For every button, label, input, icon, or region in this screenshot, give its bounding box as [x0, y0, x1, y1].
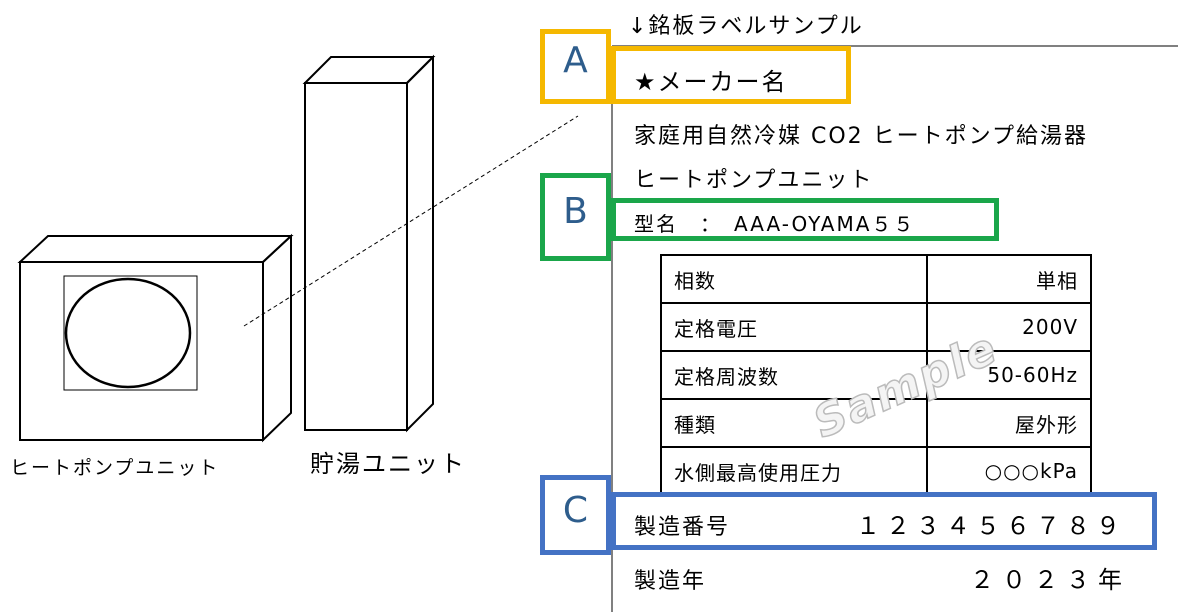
model-highlight-box [611, 198, 999, 241]
spec-value: 200V [926, 302, 1092, 352]
marker-a-letter: A [563, 40, 588, 81]
spec-label: 定格周波数 [659, 350, 929, 400]
serial-number-value: １２３４５６７８９ [856, 512, 1126, 540]
unit-name: ヒートポンプユニット [634, 168, 874, 193]
table-row: 水側最高使用圧力 ○○○kPa [659, 446, 1092, 496]
spec-label: 定格電圧 [659, 302, 929, 352]
marker-b-letter: B [563, 191, 588, 232]
serial-number-label: 製造番号 [634, 515, 731, 540]
maker-name: ★メーカー名 [634, 68, 788, 96]
table-row: 定格電圧 200V [659, 302, 1092, 352]
maker-highlight-box [611, 46, 851, 104]
heat-pump-unit-caption: ヒートポンプユニット [10, 457, 220, 479]
spec-label: 種類 [659, 398, 929, 448]
label-sample-title: ↓銘板ラベルサンプル [628, 14, 864, 39]
spec-value: ○○○kPa [926, 446, 1092, 496]
table-row: 相数 単相 [659, 254, 1092, 304]
spec-label: 相数 [659, 254, 929, 304]
marker-b-box [540, 173, 611, 261]
marker-a-box [540, 29, 611, 104]
table-row: 種類 屋外形 [659, 398, 1092, 448]
spec-value: 屋外形 [926, 398, 1092, 448]
storage-unit-drawing [302, 54, 436, 433]
spec-table: 相数 単相 定格電圧 200V 定格周波数 50-60Hz 種類 屋外形 水側最… [659, 254, 1092, 496]
storage-unit-caption: 貯湯ユニット [310, 450, 466, 478]
spec-value: 単相 [926, 254, 1092, 304]
serial-highlight-box [611, 492, 1157, 550]
leader-line [243, 115, 579, 327]
manufacture-year-label: 製造年 [634, 569, 707, 594]
heat-pump-unit-drawing [17, 233, 294, 443]
product-line: 家庭用自然冷媒 CO2 ヒートポンプ給湯器 [634, 124, 1089, 149]
marker-c-letter: C [562, 490, 589, 531]
spec-label: 水側最高使用圧力 [659, 446, 929, 496]
marker-c-box [540, 475, 611, 555]
model-name: 型名 ： AAA-OYAMA５５ [634, 212, 916, 236]
spec-value: 50-60Hz [926, 350, 1092, 400]
table-row: 定格周波数 50-60Hz [659, 350, 1092, 400]
manufacture-year-value: ２０２３年 [970, 566, 1130, 594]
